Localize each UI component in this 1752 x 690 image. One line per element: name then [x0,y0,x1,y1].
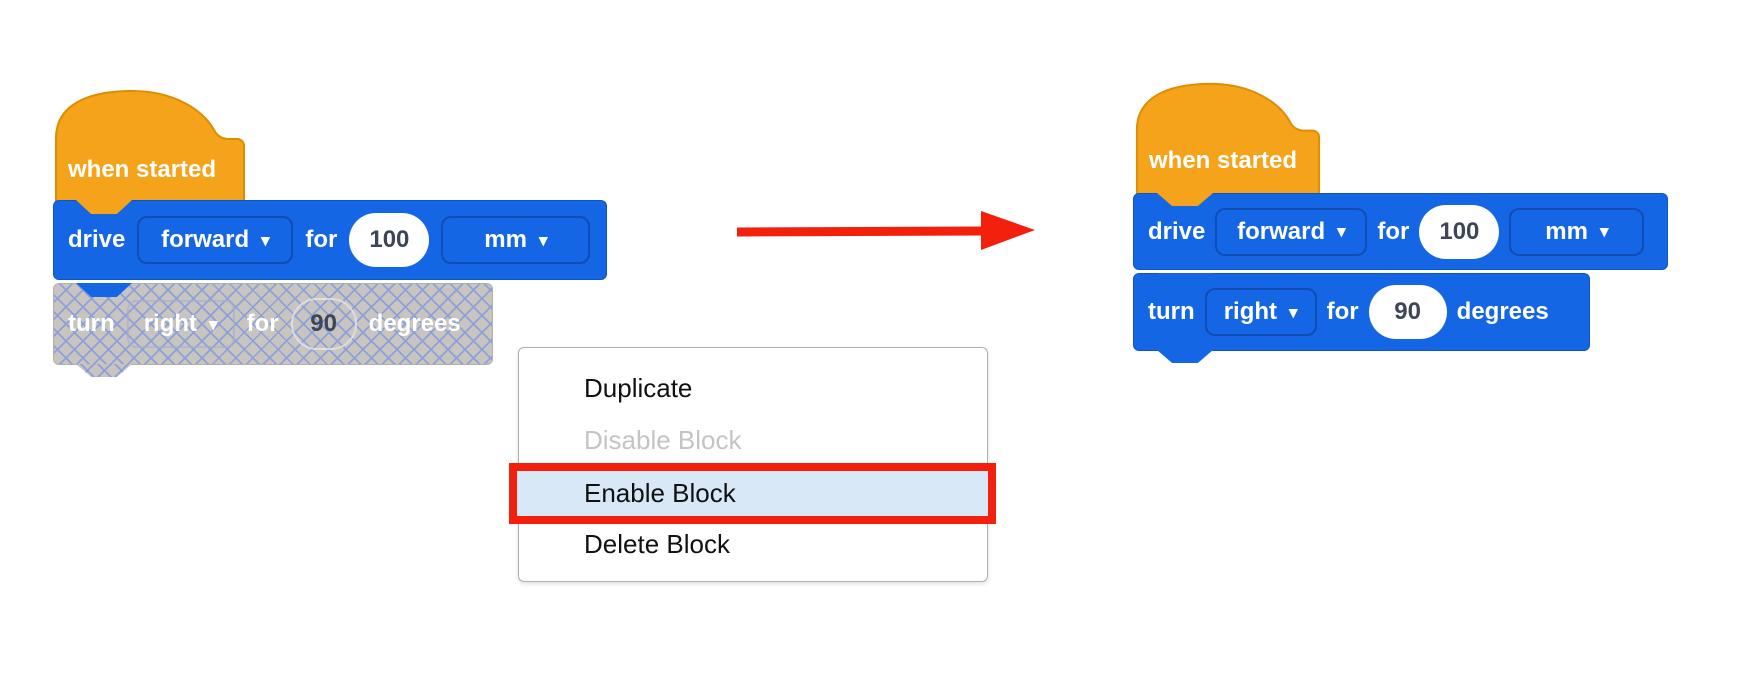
menu-item-disable-block: Disable Block [519,414,987,466]
menu-item-label: Disable Block [584,424,742,455]
chevron-down-icon: ▾ [209,314,218,334]
degrees-label: degrees [368,310,461,337]
block-connector-tab [76,364,132,377]
direction-value: forward [1237,217,1326,245]
turn-block-disabled[interactable]: turn right ▾ for 90 degrees [53,283,493,365]
hat-shape [55,89,245,204]
distance-input[interactable]: 100 [349,213,430,267]
chevron-down-icon: ▾ [1337,222,1346,241]
direction-value: forward [161,226,250,253]
chevron-down-icon: ▾ [538,230,548,250]
context-menu: Duplicate Disable Block Enable Block Del… [509,347,996,582]
degrees-label: degrees [1456,298,1549,325]
menu-item-label: Duplicate [584,372,693,403]
block-connector-tab [1157,273,1213,286]
angle-input[interactable]: 90 [290,298,357,350]
drive-block[interactable]: drive forward ▾ for 100 mm ▾ [1133,193,1668,270]
turn-direction-dropdown[interactable]: right ▾ [126,300,235,348]
unit-value: mm [484,226,527,253]
drive-verb-label: drive [68,226,126,253]
chevron-down-icon: ▾ [261,230,270,250]
menu-item-label: Enable Block [584,478,736,508]
right-block-stack: when started drive forward ▾ for 100 mm … [1133,79,1693,379]
menu-item-duplicate[interactable]: Duplicate [519,362,987,414]
arrow-shaft [736,226,988,237]
hat-shape [1135,82,1321,194]
turn-direction-value: right [1223,298,1278,325]
arrow-head [981,211,1035,250]
menu-item-delete-block[interactable]: Delete Block [519,518,987,570]
for-label: for [246,310,279,337]
transition-arrow-icon [736,211,1035,250]
block-connector-tab [76,283,132,297]
when-started-hat-block[interactable] [1133,79,1323,194]
direction-dropdown[interactable]: forward ▾ [1215,207,1368,256]
turn-block-enabled[interactable]: turn right ▾ for 90 degrees [1133,273,1590,351]
menu-item-label: Delete Block [584,528,730,559]
direction-dropdown[interactable]: forward ▾ [137,216,294,264]
when-started-hat-block[interactable] [52,86,248,204]
menu-item-enable-block[interactable]: Enable Block [509,463,996,524]
hat-label: when started [68,156,217,183]
turn-verb-label: turn [1148,298,1195,325]
drive-block[interactable]: drive forward ▾ for 100 mm ▾ [53,200,607,280]
drive-verb-label: drive [1148,217,1206,245]
unit-dropdown[interactable]: mm ▾ [1509,207,1645,256]
chevron-down-icon: ▾ [1599,222,1609,241]
for-label: for [1377,217,1410,245]
for-label: for [305,226,338,253]
turn-verb-label: turn [68,310,115,337]
turn-direction-value: right [143,310,198,337]
angle-input[interactable]: 90 [1368,285,1447,339]
unit-dropdown[interactable]: mm ▾ [441,216,591,264]
hat-label: when started [1149,147,1298,174]
block-connector-tab [1157,193,1213,206]
distance-input[interactable]: 100 [1419,204,1500,259]
for-label: for [1326,298,1359,325]
block-connector-tab [1157,350,1213,363]
unit-value: mm [1545,217,1588,245]
chevron-down-icon: ▾ [1289,302,1298,322]
left-block-stack: when started drive forward ▾ for 100 mm … [52,86,672,386]
turn-direction-dropdown[interactable]: right ▾ [1204,288,1317,336]
block-connector-tab [76,200,132,214]
